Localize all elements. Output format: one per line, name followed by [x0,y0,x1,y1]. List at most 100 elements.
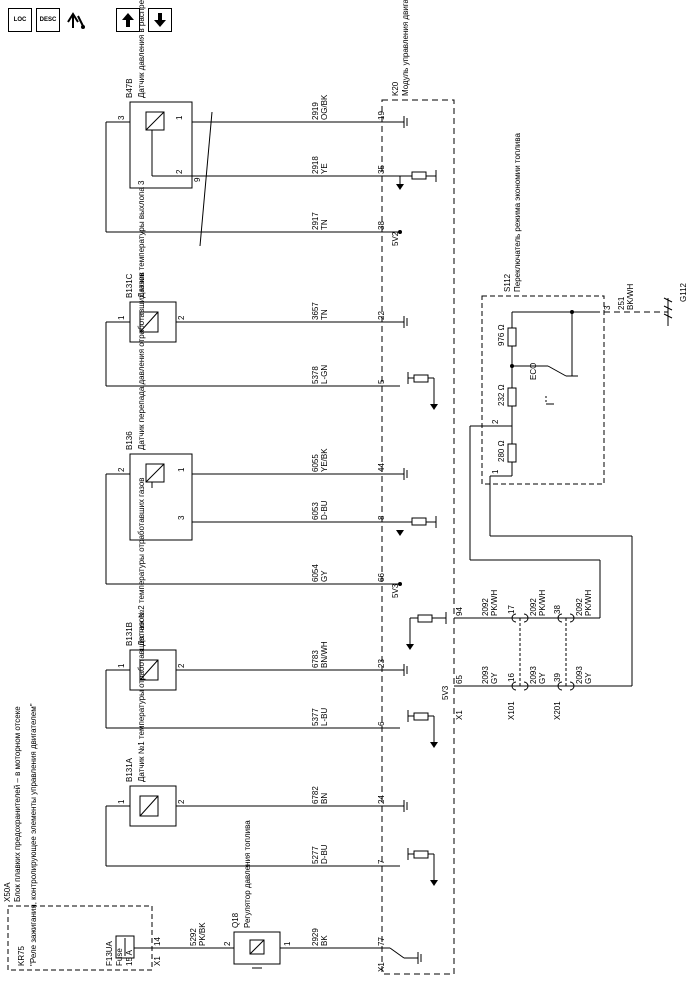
diagram-label: L-BU [320,708,329,726]
b131a-ref: B131A [125,757,134,782]
diagram-label: 16 [507,673,516,682]
diagram-label: 5377 [311,708,320,726]
diagram-label: 3657 [311,302,320,320]
diagram-label: 5292 [189,928,198,946]
s112-eco: ECO [529,363,538,380]
page-up-button[interactable] [116,8,140,32]
diagram-label: 38 [553,605,562,614]
diagram-label: 2919 [311,102,320,120]
diagram-label: D-BU [320,500,329,520]
loc-button[interactable]: LOC [8,8,32,32]
b136-name: Датчик перепада давления отработавших га… [137,272,146,450]
k20-name: Модуль управления двигателем. [401,0,410,96]
diagram-label: 1 [117,315,126,320]
diagram-label: 24 [377,795,386,804]
diagram-label: 251 [617,296,626,310]
b136-box [129,453,193,541]
navigate-button[interactable] [64,8,88,32]
desc-label: DESC [39,17,57,23]
diagram-label: 38 [377,221,386,230]
fuse-rating: 15 A [125,949,134,966]
diagram-label: 2 [177,315,186,320]
diagram-label: 1 [117,663,126,668]
diagram-label: 2 [177,663,186,668]
diagram-label: 6055 [311,454,320,472]
diagram-label: 35 [377,165,386,174]
fuse-name: Fuse [115,948,124,966]
diagram-label: BK [320,935,329,946]
diagram-label: 1 [283,941,292,946]
b47b-ref: B47B [125,78,134,98]
diagram-label: X101 [507,701,516,720]
diagram-label: 2917 [311,212,320,230]
diagram-label: 23 [377,659,386,668]
diagram-label: L-GN [320,365,329,384]
diagram-label: GY [490,672,499,684]
diagram-label: OG/BK [320,94,329,120]
diagram-label: BN/WH [320,641,329,668]
s112-name: Переключатель режима экономии топлива [513,132,522,292]
q18-name: Регулятор давления топлива [243,820,252,928]
diagram-label: 5V2 [391,231,400,246]
kr75-name: "Реле зажигания, контролирующее элементы… [29,703,38,966]
s112-r3: 280 Ω [497,440,506,462]
diagram-label: YE/BK [320,448,329,472]
diagram-label: 19 [377,111,386,120]
toolbar: LOC DESC [0,0,220,40]
diagram-label: PK/BK [198,922,207,946]
diagram-label: 14 [153,937,162,946]
b131b-ref: B131B [125,622,134,646]
navigate-icon [67,12,85,29]
x50a-ref: X50A [3,882,12,902]
diagram-label: 94 [455,607,464,616]
diagram-label: TN [320,309,329,320]
page-down-button[interactable] [148,8,172,32]
diagram-label: 2092 [575,598,584,616]
b136-ref: B136 [125,431,134,450]
diagram-label: 65 [455,675,464,684]
k20-ref: K20 [391,81,400,96]
g112-ref: G112 [679,282,688,302]
arrow-up-icon [122,13,134,27]
k20-box [381,99,455,975]
loc-label: LOC [13,17,27,23]
diagram-label: 39 [553,673,562,682]
diagram-label: 5V3 [441,685,450,700]
s112-r2: 232 Ω [497,384,506,406]
diagram-label: D-BU [320,844,329,864]
diagram-label: 6783 [311,650,320,668]
diagram-label: 2093 [575,666,584,684]
diagram-label: 5277 [311,846,320,864]
diagram-label: 44 [377,463,386,472]
diagram-label: 5378 [311,366,320,384]
diagram-label: 6782 [311,786,320,804]
x50a-name: Блок плавких предохранителей – в моторно… [13,706,22,902]
q18-ref: Q18 [231,912,240,928]
diagram-label: BN [320,793,329,804]
diagram-label: 5V3 [391,583,400,598]
diagram-label: 77 [377,937,386,946]
diagram-label: 66 [377,573,386,582]
diagram-label: 2 [117,467,126,472]
diagram-label: 2918 [311,156,320,174]
diagram-label: 22 [377,311,386,320]
diagram-label: 3 [177,515,186,520]
diagram-label: 6053 [311,502,320,520]
diagram-label: BK/WH [626,284,635,310]
diagram-label: 6054 [311,564,320,582]
fuse-ref: F13UA [105,940,114,966]
diagram-label: GY [538,672,547,684]
diagram-label: 2093 [481,666,490,684]
diagram-label: X1 [153,956,162,966]
diagram-label: GY [320,570,329,582]
diagram-label: 2093 [529,666,538,684]
diagram-label: 2092 [529,598,538,616]
b47b-box [129,101,193,189]
arrow-down-icon [154,13,166,27]
s112-box [481,295,605,485]
diagram-label: 5 [377,379,386,384]
desc-button[interactable]: DESC [36,8,60,32]
diagram-label: 3 [117,115,126,120]
diagram-label: TN [320,219,329,230]
